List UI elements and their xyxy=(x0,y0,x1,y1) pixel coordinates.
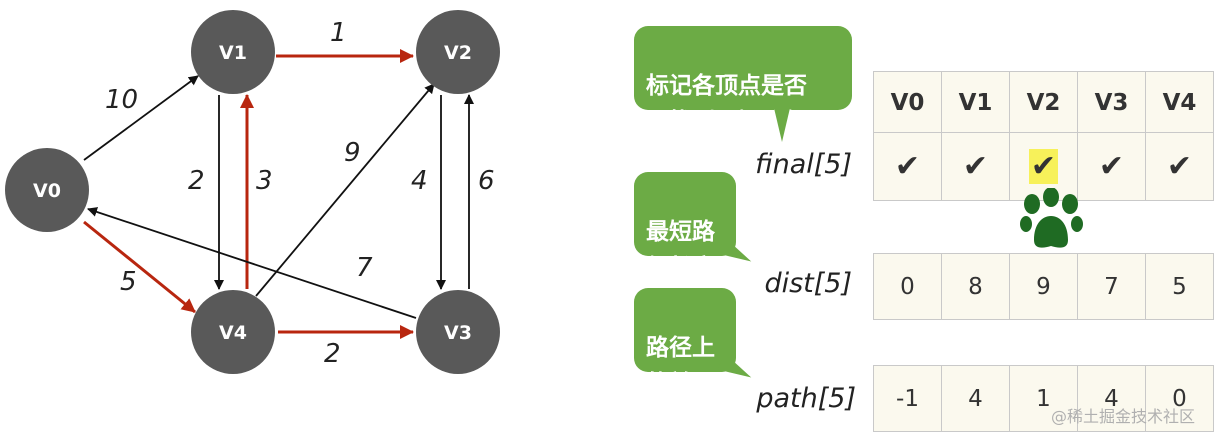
vertex-header-row: V0 V1 V2 V3 V4 xyxy=(873,71,1214,134)
path-cell: -1 xyxy=(873,365,942,432)
header-cell: V4 xyxy=(1145,71,1214,134)
path-note-bubble: 路径上 的前驱 xyxy=(634,288,757,397)
header-cell: V1 xyxy=(941,71,1010,134)
final-cell: ✔ xyxy=(873,132,942,201)
vertex-v2: V2 xyxy=(416,10,500,94)
path-cell: 4 xyxy=(1077,365,1146,432)
path-cell: 0 xyxy=(1145,365,1214,432)
path-array-label: path[5] xyxy=(756,383,856,414)
vertex-v3: V3 xyxy=(416,290,500,374)
checkmark-icon: ✔ xyxy=(1098,149,1125,184)
header-cell: V3 xyxy=(1077,71,1146,134)
dist-cell: 7 xyxy=(1077,253,1146,320)
edge-weight-label: 7 xyxy=(356,253,373,283)
header-cell: V2 xyxy=(1009,71,1078,134)
edge-weight-label: 1 xyxy=(330,18,347,48)
final-array-row: ✔ ✔ ✔ ✔ ✔ xyxy=(873,132,1214,201)
dist-note-text: 最短路 径长度 xyxy=(646,219,715,281)
checkmark-icon: ✔ xyxy=(962,149,989,184)
vertex-v1: V1 xyxy=(191,10,275,94)
vertex-label: V0 xyxy=(33,180,61,202)
bubble-tail xyxy=(717,352,757,382)
header-cell: V0 xyxy=(873,71,942,134)
vertex-v0: V0 xyxy=(5,148,89,232)
final-note-bubble: 标记各顶点是否 已找到最短路径 xyxy=(634,26,852,142)
vertex-v4: V4 xyxy=(191,290,275,374)
dist-array-label: dist[5] xyxy=(764,268,852,299)
dist-cell: 5 xyxy=(1145,253,1214,320)
checkmark-icon: ✔ xyxy=(1028,149,1059,184)
path-cell: 4 xyxy=(941,365,1010,432)
final-cell: ✔ xyxy=(941,132,1010,201)
watermark: @稀土掘金技术社区 xyxy=(1051,407,1196,426)
edge-weight-label: 4 xyxy=(411,166,428,196)
edge-v4-v2 xyxy=(255,83,435,297)
edge-weight-label: 2 xyxy=(324,339,341,369)
checkmark-icon: ✔ xyxy=(1166,149,1193,184)
edge-v0-v4 xyxy=(83,220,196,314)
final-cell: ✔ xyxy=(1077,132,1146,201)
edge-weight-label: 6 xyxy=(478,166,495,196)
dist-cell: 8 xyxy=(941,253,1010,320)
paw-print-icon xyxy=(1020,188,1083,248)
vertex-circle xyxy=(416,10,500,94)
vertex-label: V1 xyxy=(219,42,247,64)
edge-v3-v0 xyxy=(87,207,417,319)
edge-weight-label: 5 xyxy=(120,267,137,297)
edge-weight-label: 3 xyxy=(256,166,273,196)
vertex-circle xyxy=(191,290,275,374)
edge-weight-label: 2 xyxy=(188,166,205,196)
vertex-circle xyxy=(416,290,500,374)
vertex-circle xyxy=(5,148,89,232)
dist-cell: 0 xyxy=(873,253,942,320)
dist-note-bubble: 最短路 径长度 xyxy=(634,172,757,281)
edge-v0-v1 xyxy=(83,75,199,161)
bubble-tail xyxy=(774,108,790,142)
final-array-label: final[5] xyxy=(755,149,852,180)
dist-cell: 9 xyxy=(1009,253,1078,320)
final-cell: ✔ xyxy=(1145,132,1214,201)
vertex-label: V2 xyxy=(444,42,472,64)
path-cell: 1 xyxy=(1009,365,1078,432)
path-array-row: -1 4 1 4 0 xyxy=(873,365,1214,432)
path-note-text: 路径上 的前驱 xyxy=(646,335,715,397)
checkmark-icon: ✔ xyxy=(894,149,921,184)
edge-weight-label: 9 xyxy=(344,138,361,168)
vertex-circle xyxy=(191,10,275,94)
vertex-label: V3 xyxy=(444,322,472,344)
vertex-label: V4 xyxy=(219,322,247,344)
edge-weight-label: 10 xyxy=(105,85,138,115)
final-cell: ✔ xyxy=(1009,132,1078,201)
bubble-tail xyxy=(717,236,757,266)
dist-array-row: 0 8 9 7 5 xyxy=(873,253,1214,320)
